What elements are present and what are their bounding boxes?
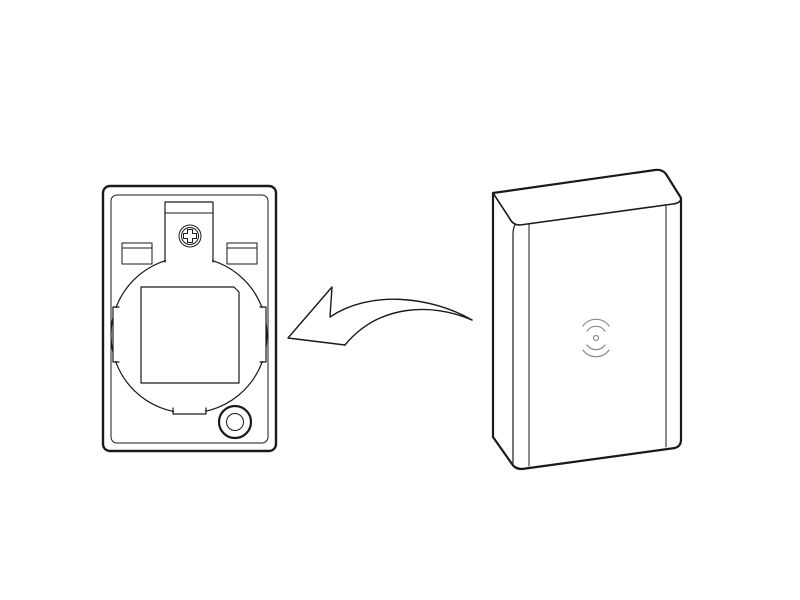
right-clip-tab [259,306,267,363]
sensor-device [491,168,683,471]
curved-arrow-icon [287,286,473,346]
wireless-signal-icon [582,318,610,358]
plate-inner-edge [110,194,269,444]
phillips-screw-icon [178,224,202,248]
left-clip-tab [112,306,120,363]
device-top-edge [492,192,682,226]
mounting-hole [217,404,253,440]
bottom-notch [172,407,207,415]
battery-compartment [140,286,240,384]
left-slot [121,242,153,265]
right-slot [226,242,258,265]
battery-holder-ring [110,256,268,414]
device-outline [491,168,683,471]
screw-tab [164,201,214,263]
plate-outer-edge [101,184,278,453]
mounting-plate [101,184,278,453]
